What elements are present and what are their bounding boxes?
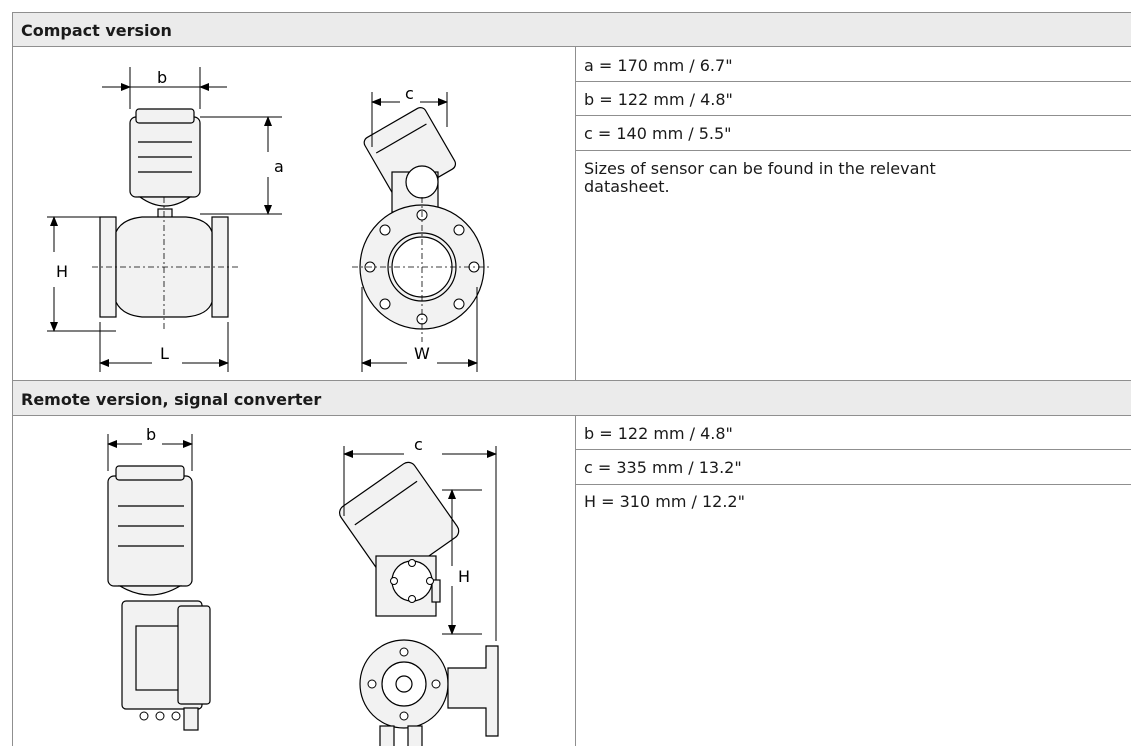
compact-section-title: Compact version xyxy=(21,21,172,40)
remote-dim-c: c = 335 mm / 13.2" xyxy=(576,458,1131,477)
cell-divider xyxy=(576,81,1131,82)
table-border-top xyxy=(12,12,1131,13)
dim-label-b: b xyxy=(146,425,156,444)
compact-note: Sizes of sensor can be found in the rele… xyxy=(576,160,996,196)
remote-drawing: b c H xyxy=(107,425,499,746)
cell-divider xyxy=(576,484,1131,485)
dim-text: c = 140 mm / 5.5" xyxy=(584,124,732,143)
dim-label-h: H xyxy=(458,567,470,586)
compact-section-header: Compact version xyxy=(13,12,1131,46)
remote-section-header: Remote version, signal converter xyxy=(13,381,1131,415)
dim-text: a = 170 mm / 6.7" xyxy=(584,56,733,75)
column-divider xyxy=(575,46,576,380)
dim-text: b = 122 mm / 4.8" xyxy=(584,424,733,443)
dim-label-w: W xyxy=(414,344,430,363)
row-divider xyxy=(12,46,1131,47)
remote-dim-b: b = 122 mm / 4.8" xyxy=(576,424,1131,443)
dimensions-table: Compact version Remote version, signal c… xyxy=(12,12,1131,746)
dim-label-a: a xyxy=(274,157,284,176)
row-divider xyxy=(12,415,1131,416)
note-text: Sizes of sensor can be found in the rele… xyxy=(584,159,936,196)
dim-label-c: c xyxy=(414,435,423,454)
row-divider xyxy=(12,380,1131,381)
cell-divider xyxy=(576,115,1131,116)
cell-divider xyxy=(576,449,1131,450)
dim-text: c = 335 mm / 13.2" xyxy=(584,458,742,477)
compact-drawing: b a H L c W xyxy=(47,67,492,372)
dim-text: H = 310 mm / 12.2" xyxy=(584,492,745,511)
table-border-left xyxy=(12,12,13,746)
dim-label-b: b xyxy=(157,68,167,87)
mounting-bracket xyxy=(447,645,499,737)
remote-section-title: Remote version, signal converter xyxy=(21,390,322,409)
remote-dim-h: H = 310 mm / 12.2" xyxy=(576,492,1131,511)
cell-divider xyxy=(576,150,1131,151)
dim-label-l: L xyxy=(160,344,169,363)
compact-dim-c: c = 140 mm / 5.5" xyxy=(576,124,1131,143)
dim-label-c: c xyxy=(405,84,414,103)
compact-dim-a: a = 170 mm / 6.7" xyxy=(576,56,1131,75)
dim-text: b = 122 mm / 4.8" xyxy=(584,90,733,109)
remote-converter-housing xyxy=(107,475,193,587)
column-divider xyxy=(575,415,576,746)
compact-dim-b: b = 122 mm / 4.8" xyxy=(576,90,1131,109)
dim-label-h: H xyxy=(56,262,68,281)
